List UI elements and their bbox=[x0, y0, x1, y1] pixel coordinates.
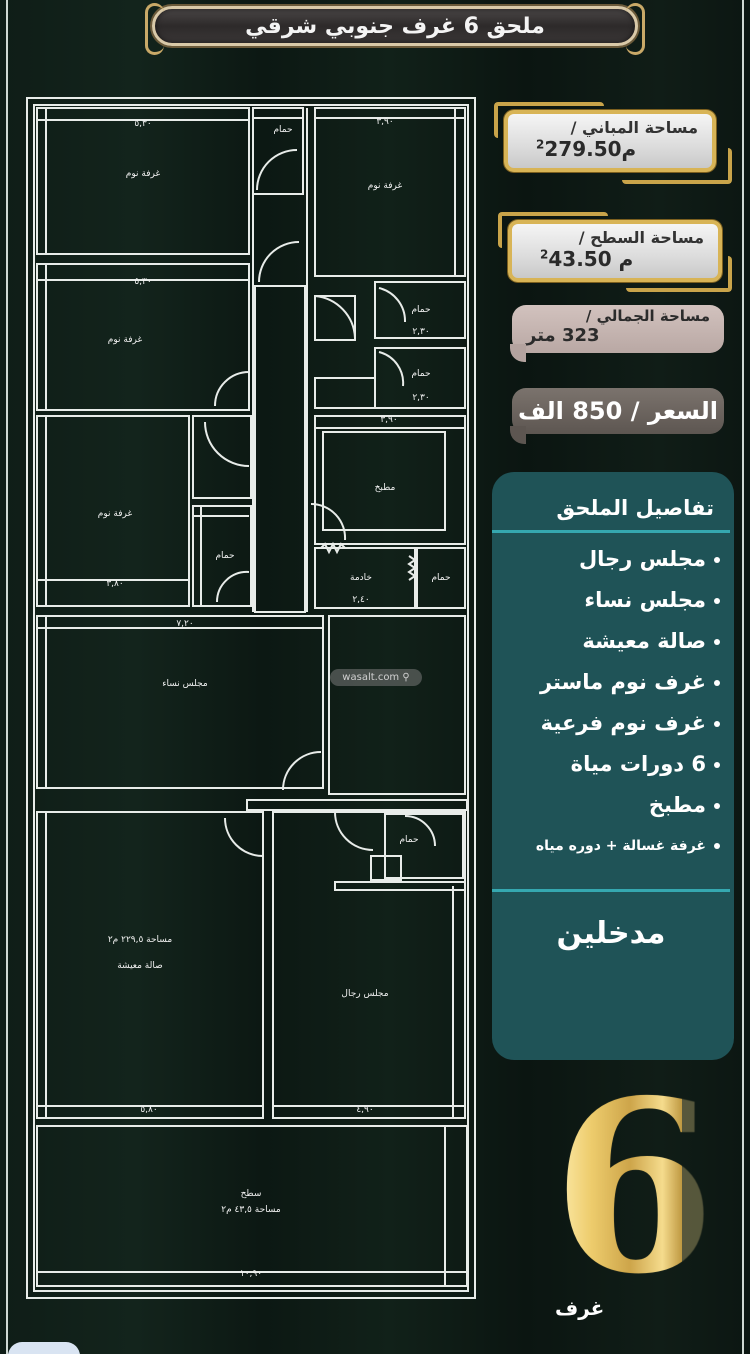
bullet-icon bbox=[714, 843, 720, 849]
svg-text:٣,٨٠: ٣,٨٠ bbox=[106, 579, 123, 589]
total-area-label: مساحة الجمالي / bbox=[585, 307, 710, 325]
details-heading: تفاصيل الملحق bbox=[556, 496, 714, 520]
dim-label: ٥,٣٠ bbox=[134, 119, 151, 129]
ribbon-tail bbox=[510, 426, 526, 444]
card-gold-frame bbox=[622, 148, 732, 184]
svg-text:٥,٣٠: ٥,٣٠ bbox=[134, 277, 151, 287]
svg-text:٥,٨٠: ٥,٨٠ bbox=[140, 1105, 157, 1115]
svg-text:مجلس رجال: مجلس رجال bbox=[341, 989, 388, 999]
watermark-badge: wasalt.com ⚲ bbox=[330, 669, 422, 686]
feature-item: صالة معيشة bbox=[502, 621, 720, 662]
svg-text:سطح: سطح bbox=[241, 1189, 262, 1199]
feature-item: مطبخ bbox=[502, 785, 720, 826]
feature-item: غرف نوم فرعية bbox=[502, 703, 720, 744]
room-label: غرفة نوم bbox=[126, 169, 161, 179]
price-ribbon: السعر / 850 الف bbox=[512, 388, 724, 434]
listing-title: ملحق 6 غرف جنوبي شرقي bbox=[245, 13, 545, 39]
svg-text:٧,٢٠: ٧,٢٠ bbox=[176, 619, 193, 629]
entrances-label: مدخلين bbox=[556, 916, 666, 951]
svg-text:حمام: حمام bbox=[399, 835, 418, 845]
features-list: مجلس رجال مجلس نساء صالة معيشة غرف نوم م… bbox=[502, 539, 720, 867]
roof-area-label: مساحة السطح / bbox=[578, 228, 704, 247]
feature-item: غرفة غسالة + دوره مياه bbox=[502, 826, 720, 867]
svg-text:٢,٣٠: ٢,٣٠ bbox=[412, 393, 429, 403]
svg-text:مطبخ: مطبخ bbox=[375, 483, 396, 493]
svg-text:حمام: حمام bbox=[215, 551, 234, 561]
divider bbox=[492, 889, 730, 892]
bullet-icon bbox=[714, 598, 720, 604]
total-area-value: 323 متر bbox=[526, 325, 600, 346]
buildings-area-label: مساحة المباني / bbox=[570, 118, 698, 137]
svg-text:حمام: حمام bbox=[411, 369, 430, 379]
svg-text:٣,٩٠: ٣,٩٠ bbox=[376, 117, 393, 127]
feature-item: 6 دورات مياة bbox=[502, 744, 720, 785]
card-gold-frame bbox=[494, 102, 604, 138]
bullet-icon bbox=[714, 639, 720, 645]
annex-details-panel: تفاصيل الملحق مجلس رجال مجلس نساء صالة م… bbox=[492, 472, 734, 1060]
bullet-icon bbox=[714, 803, 720, 809]
bullet-icon bbox=[714, 721, 720, 727]
svg-text:مجلس نساء: مجلس نساء bbox=[162, 679, 208, 689]
title-banner: ملحق 6 غرف جنوبي شرقي bbox=[145, 3, 645, 55]
feature-item: غرف نوم ماستر bbox=[502, 662, 720, 703]
floor-plan: ٥,٣٠ غرفة نوم ٥,٣٠ غرفة نوم غرفة نوم ٣,٨… bbox=[25, 96, 477, 1300]
svg-text:٣,٩٠: ٣,٩٠ bbox=[380, 415, 397, 425]
svg-text:غرفة نوم: غرفة نوم bbox=[98, 509, 133, 519]
bullet-icon bbox=[714, 557, 720, 563]
svg-text:٤,٩٠: ٤,٩٠ bbox=[356, 1105, 373, 1115]
svg-text:٢,٣٠: ٢,٣٠ bbox=[412, 327, 429, 337]
card-gold-frame bbox=[498, 212, 608, 248]
svg-text:٢,٤٠: ٢,٤٠ bbox=[352, 595, 369, 605]
rooms-count-caption: غرف bbox=[555, 1296, 605, 1320]
ribbon-tail bbox=[510, 344, 526, 362]
svg-text:مساحة ٤٣,٥ م٢: مساحة ٤٣,٥ م٢ bbox=[221, 1205, 281, 1215]
svg-text:حمام: حمام bbox=[431, 573, 450, 583]
svg-text:غرفة نوم: غرفة نوم bbox=[108, 335, 143, 345]
bullet-icon bbox=[714, 762, 720, 768]
feature-item: مجلس نساء bbox=[502, 580, 720, 621]
rooms-count-number: 6 bbox=[552, 1048, 717, 1326]
svg-text:مساحة ٢٢٩,٥ م٢: مساحة ٢٢٩,٥ م٢ bbox=[108, 935, 173, 945]
bullet-icon bbox=[714, 680, 720, 686]
svg-text:غرفة نوم: غرفة نوم bbox=[368, 181, 403, 191]
partial-overlay-button[interactable] bbox=[8, 1342, 80, 1354]
svg-text:حمام: حمام bbox=[273, 125, 292, 135]
feature-item: مجلس رجال bbox=[502, 539, 720, 580]
card-gold-frame bbox=[626, 256, 732, 292]
right-frame-line bbox=[742, 0, 744, 1354]
divider bbox=[492, 530, 730, 533]
total-area-ribbon: مساحة الجمالي / 323 متر bbox=[512, 305, 724, 353]
left-frame-line bbox=[6, 0, 8, 1354]
svg-text:خادمة: خادمة bbox=[350, 573, 372, 583]
svg-text:١٠,٩٠: ١٠,٩٠ bbox=[240, 1269, 262, 1279]
floor-plan-drawing: ٥,٣٠ غرفة نوم ٥,٣٠ غرفة نوم غرفة نوم ٣,٨… bbox=[26, 97, 476, 1299]
svg-text:صالة معيشة: صالة معيشة bbox=[117, 961, 163, 971]
price-label: السعر / 850 الف bbox=[518, 397, 718, 425]
svg-text:حمام: حمام bbox=[411, 305, 430, 315]
